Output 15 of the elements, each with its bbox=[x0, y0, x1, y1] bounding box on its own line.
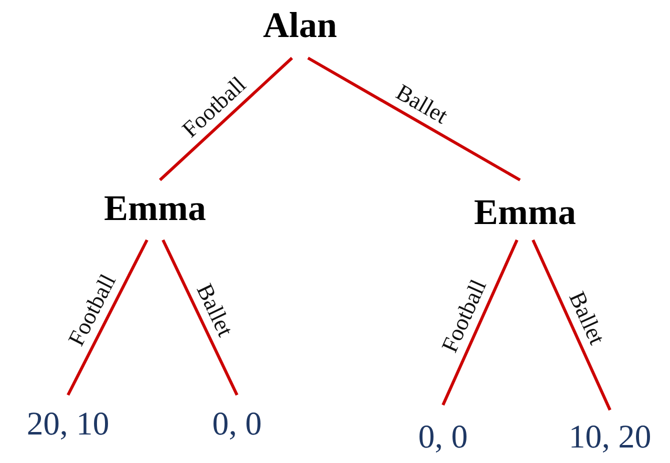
payoff-text: 10, 20 bbox=[568, 422, 652, 454]
player-name: Emma bbox=[104, 190, 206, 226]
tree-branch-line bbox=[162, 239, 238, 396]
player-name: Alan bbox=[262, 7, 338, 43]
edge-label: Ballet bbox=[565, 288, 609, 348]
tree-branch-line bbox=[532, 239, 612, 411]
payoff-text: 0, 0 bbox=[418, 422, 468, 454]
tree-branch-line bbox=[442, 239, 518, 406]
payoff-text: 0, 0 bbox=[212, 408, 262, 442]
tree-branch-line bbox=[158, 56, 294, 182]
tree-branch-line bbox=[307, 56, 521, 182]
tree-branch-line bbox=[66, 239, 148, 396]
edge-label: Ballet bbox=[193, 280, 238, 340]
payoff-text: 20, 10 bbox=[26, 408, 110, 442]
player-name: Emma bbox=[474, 194, 576, 230]
